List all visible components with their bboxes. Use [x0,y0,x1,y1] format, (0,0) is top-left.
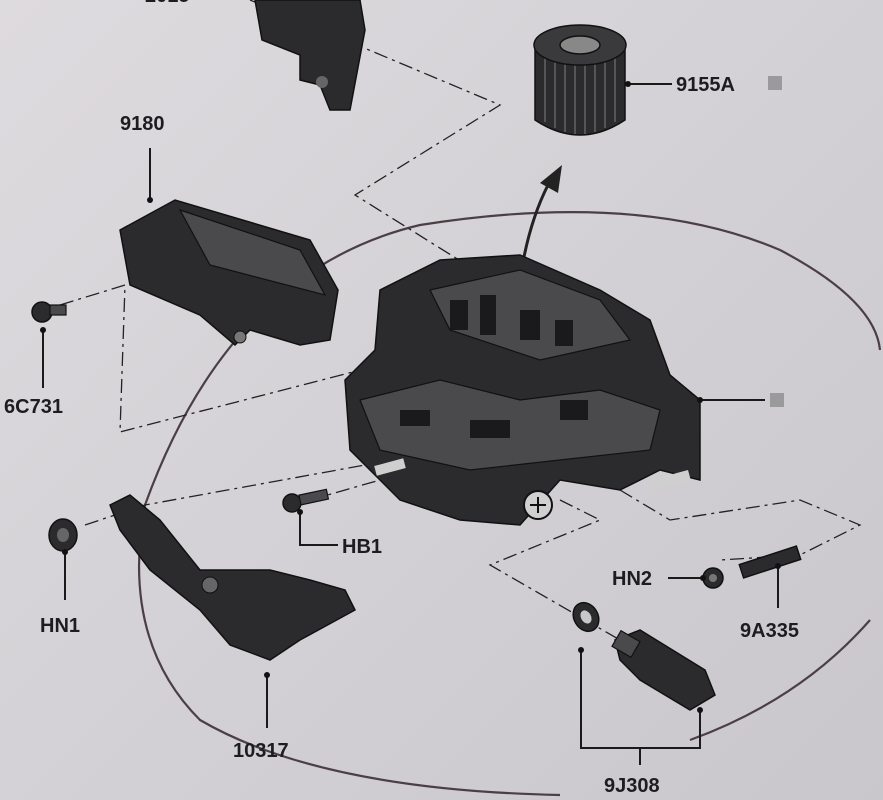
stud-part [738,545,802,579]
cover-part [119,199,339,347]
label-nut-right: HN2 [612,568,652,590]
bracket-part [109,494,356,661]
top-bracket-part [254,0,366,111]
bolt-6c731-part [31,301,67,323]
label-filter: 9155A [676,74,735,96]
label-cover: 9180 [120,113,165,135]
dashed-line-stud [619,489,862,561]
label-bracket: 10317 [233,740,289,762]
marker-square-filter [768,76,782,90]
label-bolt-center: HB1 [342,536,382,558]
bolt-hb1-part [282,488,330,513]
dashed-line-cover [59,284,381,433]
label-sensor: 9J308 [604,775,660,797]
label-stud: 9A335 [740,620,799,642]
marker-square-valve-body [770,393,784,407]
label-bolt: 6C731 [4,396,63,418]
label-top-partial: 2015 [145,0,190,7]
dashed-line-top [249,0,502,271]
filter-part [533,24,627,136]
label-nut-left: HN1 [40,615,80,637]
nut-hn2-part [702,567,724,589]
dashed-line-bracket [84,454,421,526]
nut-hn1-part [48,518,78,552]
sensor-part [572,601,716,711]
valve-body-part [344,254,701,526]
